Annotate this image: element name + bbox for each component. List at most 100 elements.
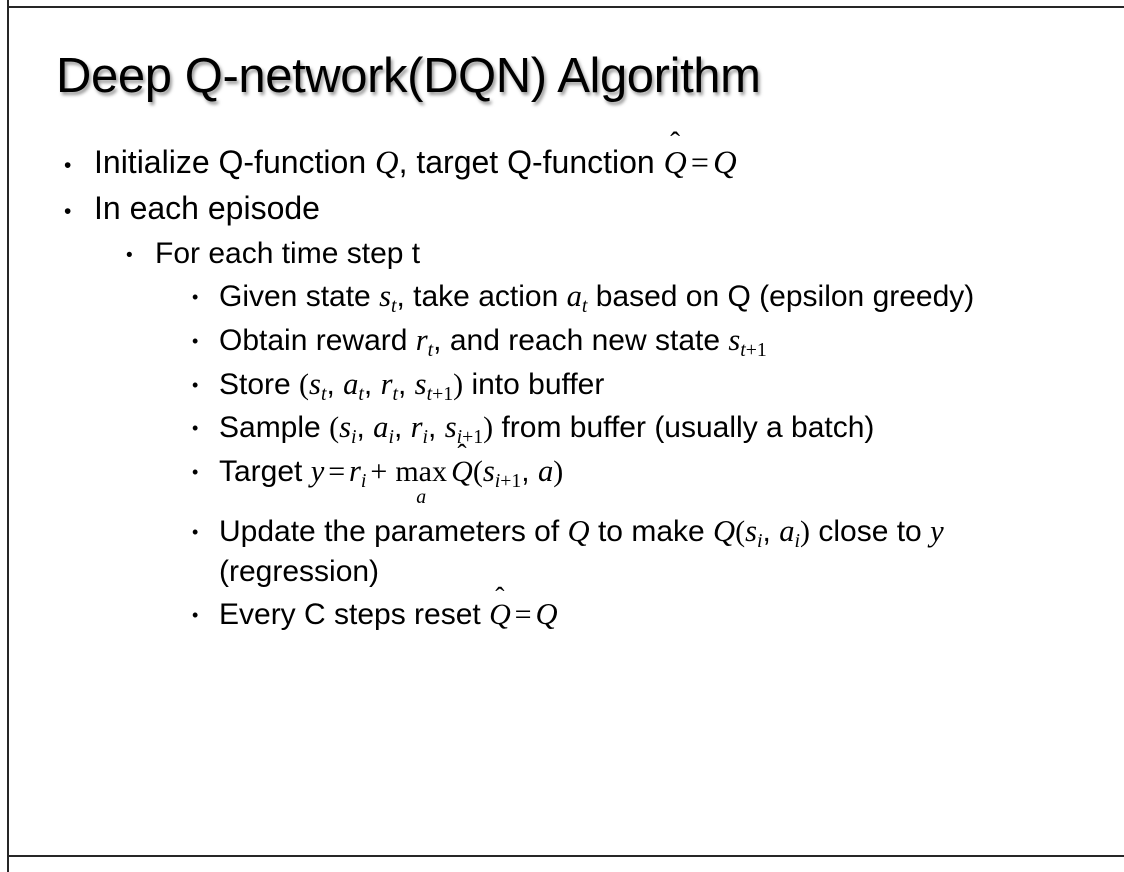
math-sub-i: i [794,530,801,552]
sub-t: t [740,338,746,361]
bullet-for-each-time-step: • For each time step t [0,234,1124,273]
math-var-q: Q [375,145,399,181]
text-run: based on Q (epsilon greedy) [587,280,975,314]
text-run: Initialize Q-function [94,144,376,180]
text-run: (regression) [219,554,380,588]
math-sub-i-plus-1: i+1 [457,426,484,448]
math-var-q: Q [535,596,558,631]
math-equals: = [514,597,532,631]
bullet-marker: • [64,154,72,177]
math-sub-i: i [422,426,429,449]
bullet-every-c-steps-text: Every C steps reset ̂Q=Q [219,595,1099,635]
math-close-paren: ) [800,515,811,549]
text-run: , take action [396,280,567,314]
math-var-q: Q [567,514,590,549]
math-sub-t-plus-1: t+1 [427,382,454,404]
math-sub-t: t [390,294,397,317]
sub-one: 1 [511,470,522,493]
text-run: Obtain reward [219,323,416,357]
math-var-s: s [309,366,321,401]
max-label: max [395,455,447,489]
bullet-marker: • [192,374,199,395]
max-underset-var: a [416,486,427,509]
bullet-marker: • [64,200,72,224]
math-var-a: a [537,454,554,489]
slide-frame-left-rule [7,0,9,872]
bullet-marker: • [192,604,199,625]
math-open-paren: ( [299,367,310,401]
math-comma: , [393,411,411,445]
text-run: Store [219,367,300,401]
bullet-marker: • [192,462,199,483]
sub-t: t [426,382,433,405]
text-run: to make [589,515,714,549]
bullet-in-each-episode: • In each episode [0,188,1124,230]
bullet-given-state-text: Given state st, take action at based on … [219,277,1099,317]
slide-title: Deep Q-network(DQN) Algorithm [56,49,761,103]
math-equals: = [690,144,709,180]
math-var-q-base: Q [489,597,511,631]
bullet-store: • Store (st, at, rt, st+1) into buffer [0,365,1124,405]
sub-plus: + [500,470,512,493]
bullet-in-each-episode-text: In each episode [94,190,320,227]
math-comma: , [326,367,344,401]
math-open-paren: ( [329,411,340,445]
math-var-a: a [566,279,582,314]
math-var-s: s [745,514,758,549]
text-run: from buffer (usually a batch) [493,411,875,445]
math-var-q-base: Q [663,144,687,180]
math-comma: , [428,411,445,445]
math-comma: , [356,411,374,445]
math-sub-i-plus-1: i+1 [495,470,522,492]
math-var-s: s [482,454,495,489]
sub-plus: + [432,382,444,405]
bullet-sample-text: Sample (si, ai, ri, si+1) from buffer (u… [219,408,1099,448]
math-sub-t: t [320,382,327,405]
math-close-paren: ) [453,367,464,401]
math-close-paren: ) [553,455,564,489]
math-sub-t-plus-1: t+1 [740,339,767,361]
math-var-s: s [379,279,391,314]
text-run: close to [810,515,931,549]
bullet-update: • Update the parameters of Q to make Q(s… [0,512,1124,591]
math-open-paren: ( [735,515,746,549]
text-run: Update the parameters of [219,515,568,549]
math-comma: , [398,367,415,401]
math-var-r: r [380,366,393,401]
math-var-q2: Q [713,514,736,549]
math-sub-i: i [757,530,763,552]
text-run: into buffer [463,367,605,401]
sub-one: 1 [473,426,484,449]
math-var-y: y [310,454,325,489]
text-run: Target [219,455,311,489]
bullet-target: • Target y=ri+maxâQ(si+1, a) [0,452,1124,508]
math-var-q2: Q [713,145,737,181]
bullet-update-text: Update the parameters of Q to make Q(si,… [219,512,1099,591]
text-run: , and reach new state [433,323,729,357]
sub-i: i [494,470,501,493]
math-comma: , [762,515,780,549]
bullet-initialize: • Initialize Q-function Q, target Q-func… [0,142,1124,184]
math-sub-i: i [350,426,357,449]
math-sub-t: t [427,338,434,361]
math-var-r: r [349,454,361,489]
bullet-store-text: Store (st, at, rt, st+1) into buffer [219,365,1099,405]
sub-one: 1 [443,382,454,405]
math-sub-t: t [358,382,364,405]
bullet-marker: • [192,418,199,439]
bullet-every-c-steps: • Every C steps reset ̂Q=Q [0,595,1124,635]
text-run: , target Q-function [398,144,664,180]
math-var-q-base: Q [451,455,473,489]
bullet-given-state: • Given state st, take action at based o… [0,277,1124,317]
math-var-a: a [779,514,795,549]
bullet-initialize-text: Initialize Q-function Q, target Q-functi… [94,142,1124,184]
sub-one: 1 [756,338,767,361]
sub-plus: + [745,338,757,361]
bullet-target-text: Target y=ri+maxâQ(si+1, a) [219,452,1099,508]
math-sub-i: i [360,470,367,493]
math-sub-t: t [392,382,399,405]
slide-frame-top-rule [7,6,1124,8]
math-sub-t: t [581,294,588,317]
math-sub-i: i [388,426,394,449]
